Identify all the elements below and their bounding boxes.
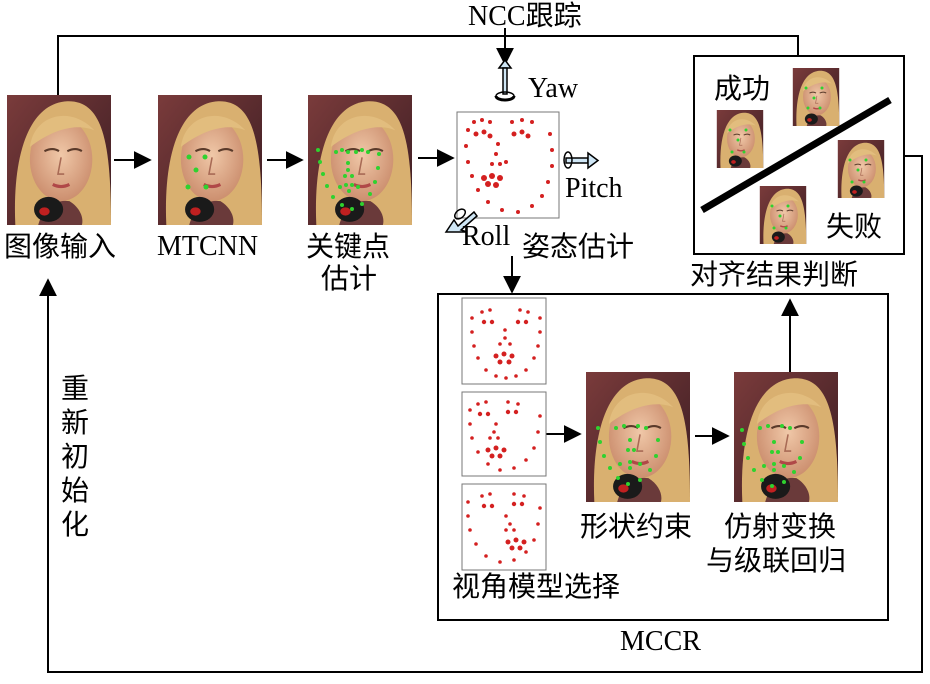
reinit-char: 始: [60, 474, 89, 507]
roll-rotation-icon: [444, 208, 479, 233]
diagram-title: NCC跟踪: [468, 1, 582, 32]
success-failure-divider: [700, 96, 892, 214]
judge-failure-label: 失败: [826, 210, 883, 243]
connector-lines: [39, 28, 923, 673]
keypoint-face-photo: [306, 95, 414, 225]
roll-label: Roll: [462, 221, 511, 252]
reinit-char: 初: [60, 440, 89, 473]
stage-keypoint-label-2: 估计: [321, 262, 378, 295]
align-judge-box: [693, 55, 905, 255]
view-template-half-profile: [461, 391, 547, 477]
affine-regression-face-photo: [732, 372, 840, 502]
stage-input-label: 图像输入: [4, 230, 117, 263]
success-thumb-1: [792, 68, 840, 126]
stage-mccr-label: MCCR: [620, 626, 701, 657]
stage-pose-label: 姿态估计: [522, 230, 635, 263]
stage-affine-label-2: 与级联回归: [706, 544, 847, 577]
mccr-box: [437, 293, 889, 621]
yaw-label: Yaw: [528, 73, 579, 104]
reinit-char: 新: [60, 406, 89, 439]
view-template-profile: [461, 483, 547, 571]
reinit-char: 化: [60, 508, 89, 541]
success-thumb-2: [716, 110, 764, 168]
reinit-label: 重 新 初 始 化: [58, 372, 92, 542]
stage-affine-label-1: 仿射变换: [724, 510, 837, 543]
pose-landmark-template: [456, 111, 560, 219]
failure-thumb-2: [759, 186, 807, 244]
stage-mtcnn-label: MTCNN: [157, 231, 259, 262]
shape-constraint-face-photo: [584, 372, 692, 502]
stage-align-judge-label: 对齐结果判断: [690, 258, 859, 291]
pitch-rotation-icon: [563, 151, 600, 170]
pitch-label: Pitch: [565, 173, 623, 204]
reinit-char: 重: [60, 372, 89, 405]
stage-view-select-label: 视角模型选择: [452, 570, 621, 603]
mtcnn-face-photo: [156, 95, 264, 225]
stage-shape-constraint-label: 形状约束: [580, 510, 693, 543]
failure-thumb-1: [836, 140, 886, 198]
yaw-rotation-icon: [494, 58, 516, 102]
stage-keypoint-label-1: 关键点: [306, 230, 391, 263]
judge-success-label: 成功: [714, 72, 771, 105]
input-face-photo: [5, 95, 113, 225]
view-template-frontal: [461, 297, 547, 385]
